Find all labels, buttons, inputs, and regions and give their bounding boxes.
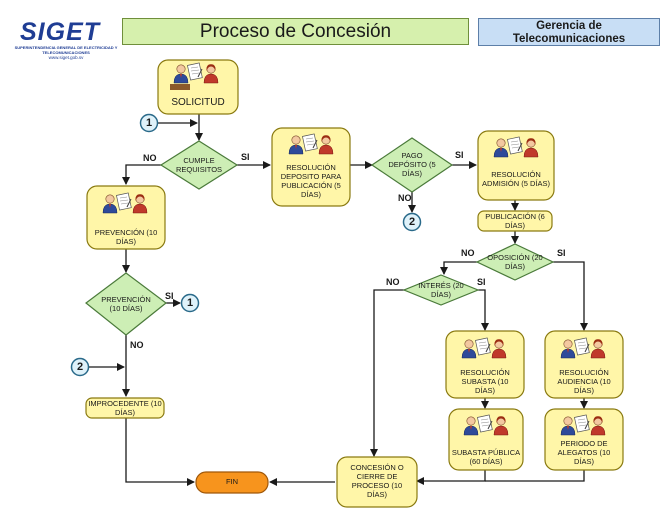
- label-solicitud: SOLICITUD: [171, 97, 225, 108]
- node-oposicion: [475, 243, 555, 281]
- node-prevencion-decision: [85, 272, 167, 336]
- label-resolucion-audiencia: RESOLUCIÓN AUDIENCIA (10 DÍAS): [557, 368, 611, 395]
- label-concesion: CONCESIÓN O CIERRE DE PROCESO (10 DÍAS): [350, 463, 404, 499]
- edge-oposicion-no: [440, 261, 477, 275]
- node-solicitud: [157, 59, 239, 115]
- connector-1-top-label: 1: [145, 117, 153, 129]
- edge-alegatos-concesion: [485, 470, 585, 482]
- label-fin: FIN: [225, 477, 239, 486]
- connector-1-bottom: [180, 293, 200, 313]
- edge-subastapub-concesion: [416, 470, 486, 485]
- label-subasta-publica: SUBASTA PÚBLICA (60 DÍAS): [451, 448, 521, 466]
- page-title: Proceso de Concesión: [122, 18, 469, 45]
- label-interes: INTERÉS (20 DÍAS): [418, 281, 464, 299]
- label-cumple-requisitos: CUMPLE REQUISITOS: [175, 156, 223, 174]
- label-improcedente: IMPROCEDENTE (10 DÍAS): [88, 399, 162, 417]
- connector-2-left: [70, 357, 90, 377]
- label-si-oposicion: SI: [557, 248, 566, 258]
- node-resolucion-subasta: [445, 330, 525, 399]
- node-pago-deposito: [370, 137, 454, 193]
- label-si-interes: SI: [477, 277, 486, 287]
- label-si-prevencion: SI: [165, 291, 174, 301]
- label-no-interes: NO: [386, 277, 400, 287]
- connector-1-top: [139, 113, 159, 133]
- connector-2-left-label: 2: [76, 361, 84, 373]
- edge-improcedente-fin: [125, 418, 195, 486]
- label-no-cumple: NO: [143, 153, 157, 163]
- connector-1-bottom-label: 1: [186, 297, 194, 309]
- connector-2-right: [402, 212, 422, 232]
- node-subasta-publica: [448, 408, 524, 471]
- node-interes: [402, 274, 480, 306]
- label-no-oposicion: NO: [461, 248, 475, 258]
- node-fin: [195, 471, 269, 494]
- label-publicacion: PUBLICACIÓN (6 DÍAS): [485, 212, 545, 230]
- node-resolucion-admision: [477, 130, 555, 201]
- label-pago-deposito: PAGO DEPÓSITO (5 DÍAS): [388, 151, 436, 178]
- connector-2-right-label: 2: [408, 216, 416, 228]
- logo-word: SIGET: [20, 18, 101, 46]
- logo-url: www.siget.gob.sv: [48, 55, 84, 60]
- node-improcedente: [85, 397, 165, 419]
- label-oposicion: OPOSICIÓN (20 DÍAS): [487, 253, 543, 271]
- edge-interes-si: [478, 289, 489, 331]
- label-no-prevencion: NO: [130, 340, 144, 350]
- edge-interes-no: [370, 289, 405, 457]
- logo-subtitle: SUPERINTENDENCIA GENERAL DE ELECTRICIDAD…: [14, 45, 118, 55]
- label-prevencion-decision: PREVENCIÓN (10 DÍAS): [101, 295, 151, 313]
- label-si-pago: SI: [455, 150, 464, 160]
- label-resolucion-subasta: RESOLUCIÓN SUBASTA (10 DÍAS): [460, 368, 510, 395]
- label-periodo-alegatos: PERIODO DE ALEGATOS (10 DÍAS): [557, 439, 611, 466]
- node-cumple-requisitos: [159, 140, 239, 190]
- siget-logo: SIGET SUPERINTENDENCIA GENERAL DE ELECTR…: [12, 18, 120, 62]
- node-resolucion-audiencia: [544, 330, 624, 399]
- node-periodo-alegatos: [544, 408, 624, 471]
- edge-cumple-no: [122, 164, 162, 185]
- department-label: Gerencia de Telecomunicaciones: [478, 18, 660, 46]
- node-publicacion: [477, 210, 553, 232]
- label-resolucion-deposito: RESOLUCIÓN DEPOSITO PARA PUBLICACIÓN (5 …: [280, 163, 342, 199]
- edge-oposicion-si: [553, 261, 588, 331]
- label-resolucion-admision: RESOLUCIÓN ADMISIÓN (5 DÍAS): [482, 170, 550, 188]
- desk-icon: [170, 84, 190, 90]
- label-no-pago: NO: [398, 193, 412, 203]
- label-prevencion-box: PREVENCIÓN (10 DÍAS): [94, 228, 158, 246]
- label-si-cumple: SI: [241, 152, 250, 162]
- node-concesion: [336, 456, 418, 508]
